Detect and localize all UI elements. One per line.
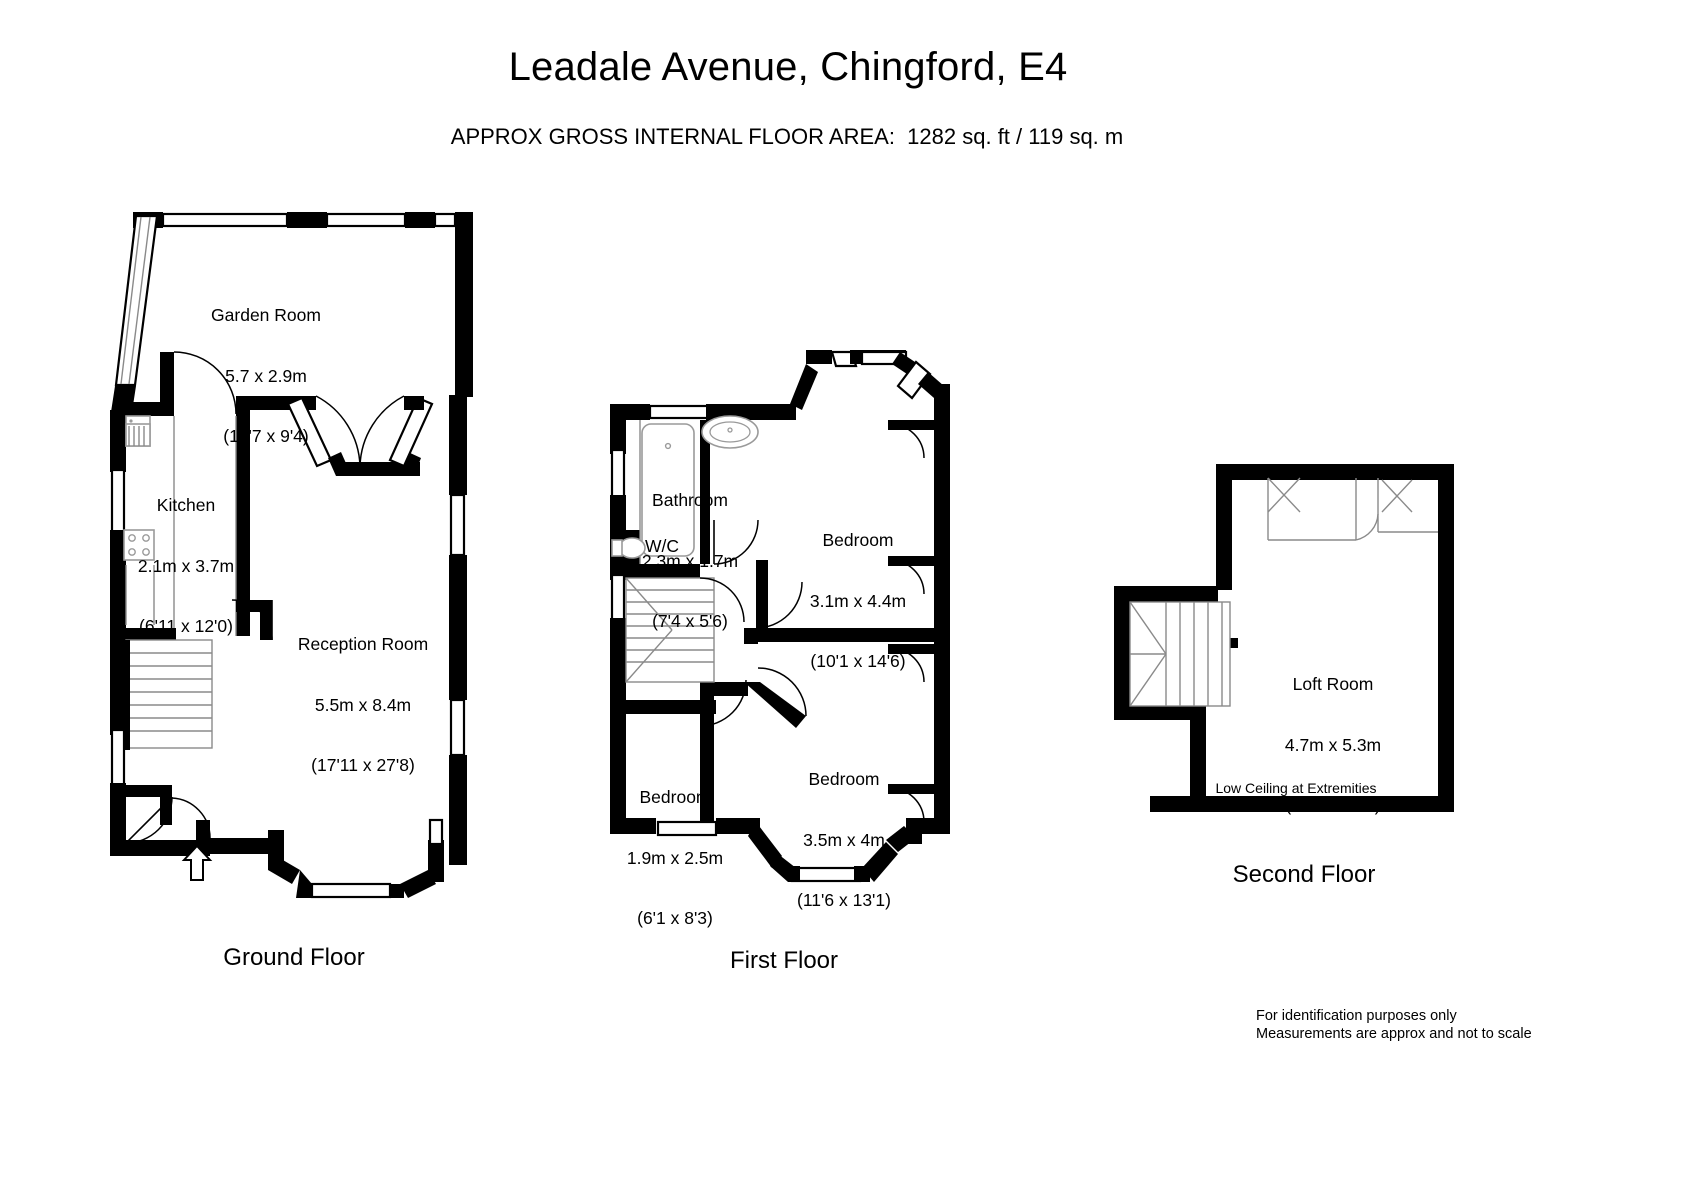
room-name: Bedroom: [822, 530, 894, 551]
loft-low-ceiling-note: Low Ceiling at Extremities: [1215, 780, 1377, 796]
page-title: Leadale Avenue, Chingford, E4: [508, 45, 1068, 89]
first-floor-doors: [699, 420, 934, 823]
ground-floor-walls: [110, 212, 473, 899]
room-name: Bedroom: [639, 787, 711, 808]
room-imperial: (7'4 x 5'6): [652, 611, 728, 631]
room-metric: 2.1m x 3.7m: [137, 555, 235, 576]
room-metric: 5.5m x 8.4m: [314, 694, 412, 715]
room-imperial: (17'11 x 27'8): [311, 755, 415, 775]
room-label-bedroom-main: Bedroom 3.1m x 4.4m (10'1 x 14'6): [810, 490, 906, 711]
floor-area-subtitle: APPROX GROSS INTERNAL FLOOR AREA: 1282 s…: [450, 124, 1124, 149]
room-metric: 5.7 x 2.9m: [225, 365, 307, 386]
room-metric: 4.7m x 5.3m: [1284, 734, 1382, 755]
kitchen-fixtures: [123, 415, 155, 625]
room-label-garden-room: Garden Room 5.7 x 2.9m (18'7 x 9'4): [211, 265, 321, 486]
first-floor-walls: [610, 350, 950, 883]
room-metric: 1.9m x 2.5m: [626, 847, 724, 868]
room-label-loft-room: Loft Room 4.7m x 5.3m (15'3 x 17'4): [1285, 634, 1381, 855]
room-metric: 3.1m x 4.4m: [809, 590, 907, 611]
floor-caption-first: First Floor: [730, 947, 838, 974]
room-name: Loft Room: [1292, 674, 1374, 695]
room-imperial: (10'1 x 14'6): [810, 651, 906, 671]
room-imperial: (11'6 x 13'1): [797, 890, 891, 910]
ground-floor-staircase: [124, 639, 213, 750]
room-name: Bedroom: [808, 769, 880, 790]
room-label-wc: W/C: [645, 536, 680, 556]
room-imperial: (6'1 x 8'3): [637, 908, 713, 928]
second-floor-staircase: [1129, 601, 1231, 707]
room-name: Bathroom: [652, 490, 728, 511]
entrance-arrow-icon: [181, 844, 213, 881]
room-metric: 3.5m x 4m: [803, 829, 885, 850]
floor-caption-second: Second Floor: [1232, 861, 1376, 888]
room-name: Garden Room: [211, 305, 321, 326]
toilet-icon: [611, 537, 646, 559]
room-label-bathroom: Bathroom 2.3m x 1.7m (7'4 x 5'6): [642, 450, 738, 671]
room-label-kitchen: Kitchen 2.1m x 3.7m (6'11 x 12'0): [138, 455, 234, 676]
room-name: Kitchen: [156, 495, 216, 516]
room-name: Reception Room: [297, 634, 429, 655]
room-imperial: (15'3 x 17'4): [1285, 795, 1381, 815]
room-label-reception-room: Reception Room 5.5m x 8.4m (17'11 x 27'8…: [298, 594, 428, 815]
room-metric: 2.3m x 1.7m: [641, 550, 739, 571]
second-floor-walls: [1114, 464, 1454, 812]
room-imperial: (18'7 x 9'4): [223, 426, 309, 446]
first-floor-fixtures: [611, 415, 759, 559]
loft-skylight-hatching: [1267, 477, 1438, 541]
first-floor-staircase: [625, 577, 715, 683]
room-imperial: (6'11 x 12'0): [139, 616, 233, 636]
ground-floor-doors: [125, 351, 405, 844]
room-label-bedroom-third: Bedroom 1.9m x 2.5m (6'1 x 8'3): [627, 747, 723, 968]
floor-caption-ground: Ground Floor: [223, 944, 365, 971]
disclaimer-line-2: Measurements are approx and not to scale: [1256, 1026, 1532, 1042]
disclaimer-line-1: For identification purposes only: [1256, 1008, 1457, 1024]
room-label-bedroom-second: Bedroom 3.5m x 4m (11'6 x 13'1): [797, 729, 891, 950]
